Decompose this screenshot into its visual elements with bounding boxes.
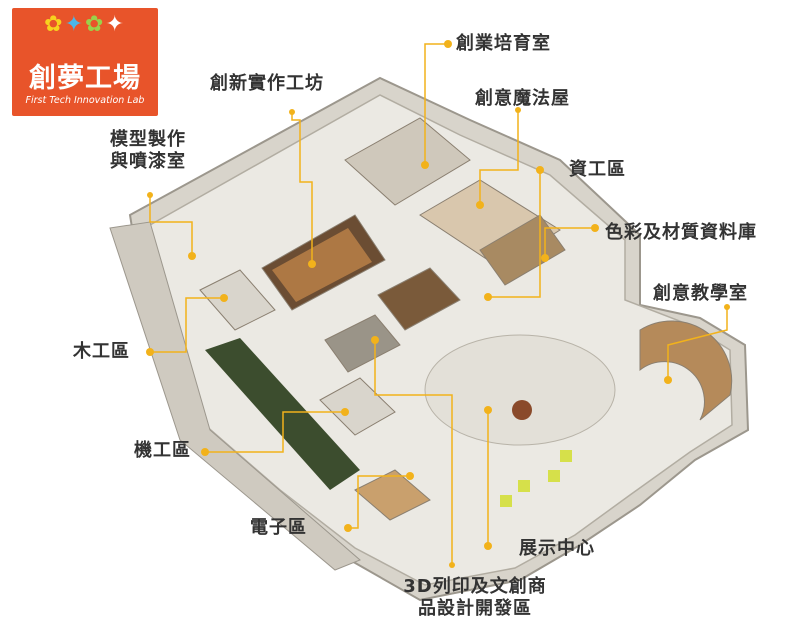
label-woodwork-area: 木工區 (73, 341, 130, 362)
leader-dot (308, 260, 316, 268)
leader-print3d (374, 340, 453, 565)
leader-dot (449, 562, 455, 568)
leader-dot (541, 254, 549, 262)
leader-dot (371, 336, 379, 344)
label-model-room-line2: 與噴漆室 (110, 151, 186, 172)
leader-dot (476, 201, 484, 209)
label-startup-room: 創業培育室 (456, 33, 551, 54)
leader-dot (220, 294, 228, 302)
leader-dot (724, 304, 730, 310)
label-innovation-workshop: 創新實作工坊 (210, 73, 324, 94)
leader-dot (591, 224, 599, 232)
it-area-room (479, 214, 566, 286)
logo-title: 創夢工場 (29, 63, 141, 94)
exhibition-hall (424, 334, 616, 446)
label-it-area: 資工區 (569, 159, 626, 180)
leader-workshop (291, 112, 313, 264)
leader-electronics (348, 475, 410, 529)
logo-subtitle: First Tech Innovation Lab (25, 95, 145, 106)
leader-dot (484, 406, 492, 414)
label-color-material-library: 色彩及材質資料庫 (605, 222, 757, 243)
display-cube (518, 480, 530, 492)
leader-woodwork (150, 297, 224, 353)
leader-dot (444, 40, 452, 48)
label-creative-classroom: 創意教學室 (653, 283, 748, 304)
lower-room (324, 314, 401, 373)
label-magic-house: 創意魔法屋 (475, 88, 570, 109)
leader-dot (406, 472, 414, 480)
leader-dot (147, 192, 153, 198)
label-3d-print-area: 3D列印及文創商 品設計開發區 (370, 576, 580, 620)
startup-room (344, 117, 471, 206)
label-model-room-line1: 模型製作 (110, 129, 186, 150)
display-cube (548, 470, 560, 482)
display-cube (500, 495, 512, 507)
logo-mark: ✿✦✿✦ (44, 12, 126, 37)
leader-dot (515, 107, 521, 113)
leader-startup (424, 43, 448, 165)
building-floor (149, 94, 733, 586)
leader-magic (479, 110, 519, 205)
leader-machine (205, 411, 345, 453)
label-machine-area: 機工區 (134, 440, 191, 461)
leader-dot (201, 448, 209, 456)
label-3d-print-line1: 3D列印及文創商 (403, 576, 547, 597)
leader-dot (421, 161, 429, 169)
label-3d-print-line2: 品設計開發區 (418, 598, 532, 619)
leader-dot (536, 166, 544, 174)
leader-dot (344, 524, 352, 532)
label-electronics-area: 電子區 (250, 517, 307, 538)
leader-model (149, 195, 193, 256)
leader-dot (484, 293, 492, 301)
leader-lines (149, 43, 728, 565)
label-model-room: 模型製作 與噴漆室 (92, 129, 204, 173)
machine-room (319, 377, 396, 436)
exhibition-pillar (512, 400, 532, 420)
label-exhibition-center: 展示中心 (519, 538, 595, 559)
leader-dot (341, 408, 349, 416)
creative-classroom-room (639, 320, 733, 421)
leader-dot (146, 348, 154, 356)
leader-dot (484, 542, 492, 550)
display-cube (560, 450, 572, 462)
leader-color (544, 227, 595, 258)
leader-dots (146, 40, 730, 568)
leader-dot (664, 376, 672, 384)
leader-it (488, 170, 541, 298)
leader-classroom (667, 307, 728, 380)
middle-room (377, 267, 461, 331)
leader-dot (289, 109, 295, 115)
woodwork-room (199, 269, 276, 331)
leader-dot (188, 252, 196, 260)
workshop-desks (272, 228, 372, 302)
brand-logo: ✿✦✿✦ 創夢工場 First Tech Innovation Lab (12, 8, 158, 116)
